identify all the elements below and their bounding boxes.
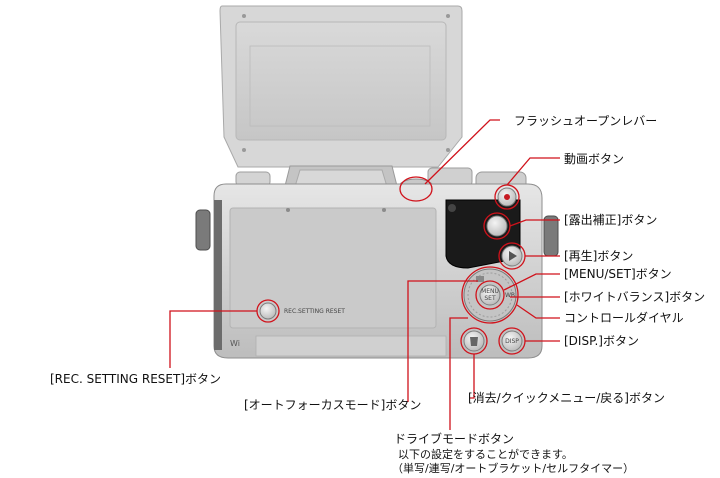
rec-reset-print: REC.SETTING RESET: [284, 308, 345, 315]
label-control-dial: コントロールダイヤル: [564, 311, 684, 325]
play-icon: [509, 251, 517, 261]
disp-button[interactable]: [501, 330, 523, 352]
label-disp-button: [DISP.]ボタン: [564, 334, 639, 348]
drive-note-line1: 以下の設定をすることができます。: [398, 448, 573, 461]
label-delete-quick-back-button: [消去/クイックメニュー/戻る]ボタン: [468, 391, 665, 405]
trash-icon: [470, 337, 478, 346]
wb-print: WB: [505, 292, 515, 299]
callout-lines: [169, 119, 560, 430]
exposure-compensation-button[interactable]: [486, 215, 508, 237]
wifi-mark-icon: Wi: [230, 339, 240, 348]
label-menu-set-button: [MENU/SET]ボタン: [564, 267, 672, 281]
disp-print: DISP: [505, 338, 519, 345]
label-white-balance-button: [ホワイトバランス]ボタン: [564, 290, 706, 304]
set-print: SET: [484, 295, 496, 302]
drive-note-line2: （単写/連写/オートブラケット/セルフタイマー）: [392, 462, 635, 475]
label-rec-reset-button: [REC. SETTING RESET]ボタン: [50, 372, 222, 386]
menu-print: MENU: [481, 288, 499, 295]
record-dot-icon: [504, 194, 510, 200]
label-playback-button: [再生]ボタン: [564, 249, 634, 263]
af-icon: [476, 276, 484, 282]
dial-knurl: [467, 272, 513, 318]
label-drive-mode-button: ドライブモードボタン: [394, 432, 515, 446]
menu-set-button[interactable]: [479, 284, 501, 306]
label-flash-lever: フラッシュオープンレバー: [514, 114, 658, 128]
flip-monitor: [219, 5, 463, 168]
grip-screw-icon: [448, 204, 456, 212]
label-af-mode-button: [オートフォーカスモード]ボタン: [244, 398, 422, 412]
label-exposure-button: [露出補正]ボタン: [564, 213, 658, 227]
label-movie-button: 動画ボタン: [564, 152, 625, 166]
strap-lugs: [195, 209, 559, 257]
rec-setting-reset-button[interactable]: [259, 302, 277, 320]
